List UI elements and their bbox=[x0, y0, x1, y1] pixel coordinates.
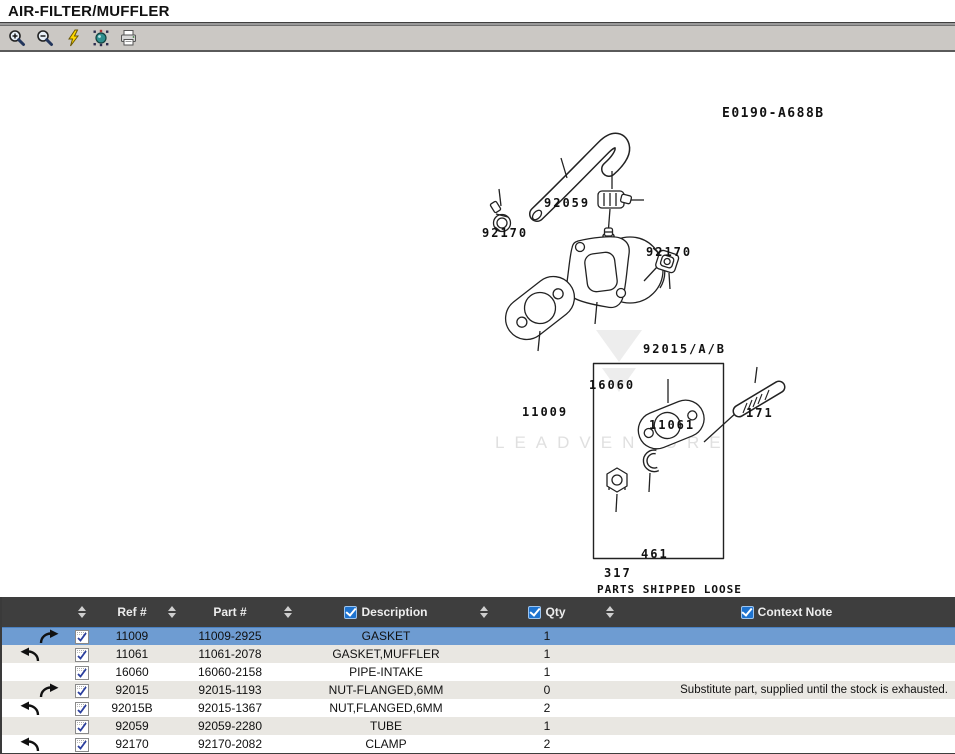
undo-arrow-icon[interactable] bbox=[19, 737, 41, 752]
ref-cell: 92059 bbox=[115, 719, 149, 733]
part-label-16060[interactable]: 16060 bbox=[589, 378, 636, 392]
ref-cell: 92015 bbox=[115, 683, 149, 697]
checklist-icon[interactable] bbox=[75, 701, 89, 716]
diagram-line-art bbox=[489, 132, 786, 560]
checklist-icon[interactable] bbox=[75, 683, 89, 698]
ref-cell: 11009 bbox=[115, 629, 149, 643]
description-cell: NUT-FLANGED,6MM bbox=[328, 683, 444, 697]
part-label-11009[interactable]: 11009 bbox=[522, 405, 569, 419]
redo-arrow-icon[interactable] bbox=[38, 629, 60, 644]
shipped-loose-label: PARTS SHIPPED LOOSE bbox=[597, 583, 742, 596]
checklist-icon[interactable] bbox=[75, 647, 89, 662]
description-cell: PIPE-INTAKE bbox=[349, 665, 423, 679]
qty-cell: 1 bbox=[543, 665, 551, 679]
part-cell: 92015-1193 bbox=[198, 683, 262, 697]
description-cell: GASKET,MUFFLER bbox=[332, 647, 440, 661]
description-cell: CLAMP bbox=[365, 737, 407, 751]
row-arrow-cell bbox=[2, 735, 64, 753]
description-cell: TUBE bbox=[369, 719, 402, 733]
part-label-92015ab[interactable]: 92015/A/B bbox=[643, 342, 727, 356]
part-label-317[interactable]: 317 bbox=[604, 566, 632, 580]
divider bbox=[0, 22, 955, 26]
context-note-checkbox[interactable] bbox=[740, 605, 754, 619]
title-bar: AIR-FILTER/MUFFLER bbox=[0, 0, 955, 22]
checklist-icon[interactable] bbox=[75, 719, 89, 734]
row-arrow-cell bbox=[2, 699, 64, 717]
qty-cell: 0 bbox=[543, 683, 551, 697]
header-qty[interactable]: Qty bbox=[545, 605, 566, 619]
qty-cell: 1 bbox=[543, 629, 551, 643]
table-row[interactable]: 11009 11009-2925 GASKET 1 bbox=[2, 627, 955, 645]
header-description[interactable]: Description bbox=[361, 605, 428, 619]
qty-cell: 1 bbox=[543, 647, 551, 661]
print-icon[interactable] bbox=[119, 29, 138, 48]
page-title: AIR-FILTER/MUFFLER bbox=[8, 2, 170, 20]
row-arrow-cell bbox=[2, 645, 64, 663]
undo-arrow-icon[interactable] bbox=[19, 701, 41, 716]
qty-cell: 1 bbox=[543, 719, 551, 733]
table-row[interactable]: 16060 16060-2158 PIPE-INTAKE 1 bbox=[2, 663, 955, 681]
part-label-92170-right[interactable]: 92170 bbox=[646, 245, 693, 259]
diagram-code: E0190-A688B bbox=[722, 106, 825, 121]
row-arrow-cell bbox=[2, 663, 64, 681]
row-arrow-cell bbox=[2, 681, 64, 699]
sort-icon[interactable] bbox=[480, 606, 488, 618]
undo-arrow-icon[interactable] bbox=[19, 647, 41, 662]
description-cell: NUT,FLANGED,6MM bbox=[329, 701, 443, 715]
qty-cell: 2 bbox=[543, 701, 551, 715]
hotspot-select-icon[interactable] bbox=[91, 29, 110, 48]
lightning-hotspots-icon[interactable] bbox=[63, 29, 82, 48]
sort-icon[interactable] bbox=[284, 606, 292, 618]
ref-cell: 92015B bbox=[111, 701, 153, 715]
context-note-cell: Substitute part, supplied until the stoc… bbox=[680, 684, 948, 696]
row-arrow-cell bbox=[2, 717, 64, 735]
part-label-11061[interactable]: 11061 bbox=[649, 418, 696, 432]
part-cell: 16060-2158 bbox=[197, 665, 263, 679]
description-cell: GASKET bbox=[361, 629, 411, 643]
checklist-icon[interactable] bbox=[75, 629, 89, 644]
diagram-canvas: LEADVENTURE bbox=[0, 52, 955, 597]
part-label-92059[interactable]: 92059 bbox=[544, 196, 591, 210]
row-arrow-cell bbox=[2, 627, 64, 645]
part-label-171[interactable]: 171 bbox=[746, 406, 774, 420]
toolbar bbox=[0, 26, 955, 50]
part-cell: 92170-2082 bbox=[197, 737, 263, 751]
table-row[interactable]: 92015B 92015-1367 NUT,FLANGED,6MM 2 bbox=[2, 699, 955, 717]
sort-icon[interactable] bbox=[168, 606, 176, 618]
sort-icon[interactable] bbox=[606, 606, 614, 618]
header-part[interactable]: Part # bbox=[213, 605, 247, 619]
redo-arrow-icon[interactable] bbox=[38, 683, 60, 698]
table-row[interactable]: 92170 92170-2082 CLAMP 2 bbox=[2, 735, 955, 753]
ref-cell: 92170 bbox=[115, 737, 149, 751]
header-context-note[interactable]: Context Note bbox=[757, 605, 833, 619]
part-cell: 11061-2078 bbox=[198, 647, 262, 661]
zoom-out-icon[interactable] bbox=[35, 29, 54, 48]
part-cell: 92015-1367 bbox=[197, 701, 263, 715]
checklist-icon[interactable] bbox=[75, 737, 89, 752]
part-label-461[interactable]: 461 bbox=[641, 547, 669, 561]
qty-cell: 2 bbox=[543, 737, 551, 751]
description-checkbox[interactable] bbox=[344, 605, 358, 619]
table-header: Ref # Part # Description Qty Context Not… bbox=[2, 597, 955, 627]
checklist-icon[interactable] bbox=[75, 665, 89, 680]
divider bbox=[0, 50, 955, 52]
zoom-in-icon[interactable] bbox=[7, 29, 26, 48]
sort-icon[interactable] bbox=[78, 606, 86, 618]
part-cell: 11009-2925 bbox=[198, 629, 262, 643]
table-row[interactable]: 11061 11061-2078 GASKET,MUFFLER 1 bbox=[2, 645, 955, 663]
table-row[interactable]: 92059 92059-2280 TUBE 1 bbox=[2, 717, 955, 735]
table-body: 11009 11009-2925 GASKET 1 11061 11061-20… bbox=[2, 627, 955, 753]
ref-cell: 11061 bbox=[115, 647, 149, 661]
header-ref[interactable]: Ref # bbox=[117, 605, 147, 619]
ref-cell: 16060 bbox=[115, 665, 149, 679]
part-label-92170-left[interactable]: 92170 bbox=[482, 226, 529, 240]
parts-table: Ref # Part # Description Qty Context Not… bbox=[0, 597, 955, 754]
part-cell: 92059-2280 bbox=[197, 719, 263, 733]
table-row[interactable]: 92015 92015-1193 NUT-FLANGED,6MM 0 Subst… bbox=[2, 681, 955, 699]
qty-checkbox[interactable] bbox=[528, 605, 542, 619]
